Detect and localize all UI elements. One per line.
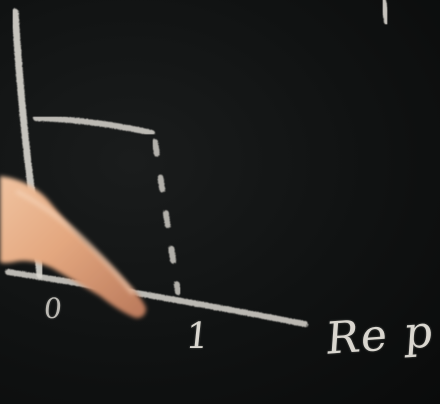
horizontal-axis-line (5, 269, 308, 327)
vertical-axis-line (11, 8, 44, 279)
finger-highlight (15, 189, 135, 295)
step-top-line (33, 115, 155, 136)
dashed-line-at-one (152, 139, 181, 295)
top-right-chalk-mark (380, 0, 390, 25)
hand-shape (0, 176, 146, 318)
